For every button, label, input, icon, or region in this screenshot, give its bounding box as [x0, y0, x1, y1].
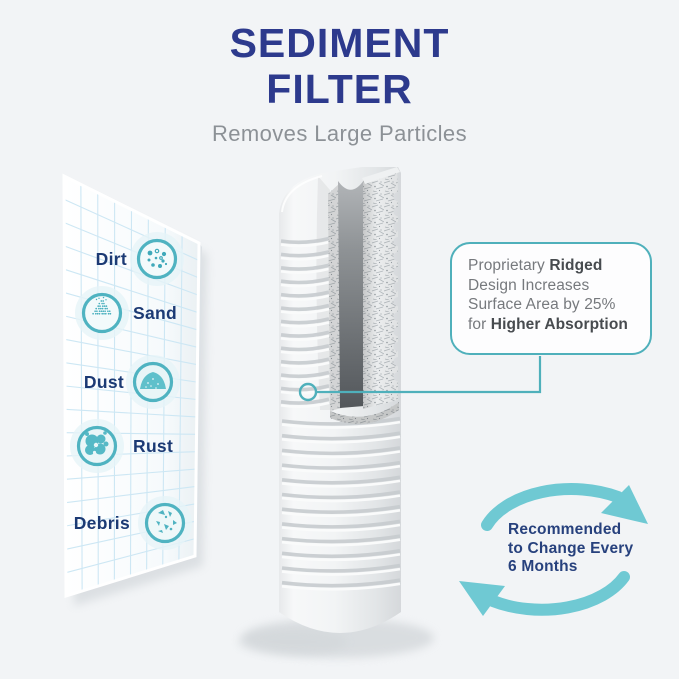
callout-text-bold-2: Higher Absorption: [490, 315, 628, 333]
ridges-upper: [280, 236, 330, 408]
recommendation-line-2: to Change Every: [508, 539, 634, 557]
ridges-lower: [281, 416, 401, 591]
dirt-particles-icon: [130, 232, 184, 286]
cut-fiber-strip-shade: [328, 183, 342, 411]
cut-floor: [330, 402, 399, 424]
filter-cutaway-render: [237, 167, 434, 658]
callout-text-regular-2: Design Increases Surface Area by 25% for: [468, 276, 616, 333]
particle-label-debris: Debris: [73, 513, 130, 533]
top-rim-highlight: [281, 175, 323, 213]
arrow-bottom-arc: [487, 571, 630, 616]
cut-fiber-strip: [328, 183, 342, 411]
dust-mound-icon: [126, 355, 180, 409]
header: SEDIMENT FILTER Removes Large Particles: [0, 20, 679, 147]
recommendation-line-1: Recommended: [508, 521, 622, 538]
page-subtitle: Removes Large Particles: [212, 121, 467, 146]
callout-text-bold-1: Ridged: [549, 257, 603, 274]
inner-core-channel: [338, 180, 364, 408]
recommendation-text: Recommended to Change Every 6 Months: [508, 521, 648, 577]
callout-connector: [298, 356, 542, 402]
particle-label-rust: Rust: [133, 436, 174, 456]
arrow-bottom-head: [459, 581, 505, 616]
particle-label-dust: Dust: [83, 372, 124, 392]
arrow-top-arc: [481, 483, 624, 531]
arrow-top-head: [601, 485, 648, 524]
rust-flakes-icon: [70, 419, 124, 473]
filter-shadow-2: [237, 629, 347, 655]
page-title-line-2: FILTER: [266, 66, 413, 112]
callout-connector-line: [316, 356, 542, 394]
recommendation-line-3: 6 Months: [508, 558, 578, 575]
callout-box: Proprietary Ridged Design Increases Surf…: [450, 242, 652, 355]
slab-top-face: [362, 167, 400, 184]
panel-frame: [62, 173, 201, 599]
rotation-arrows: [459, 483, 648, 616]
cut-floor-shade: [330, 402, 399, 424]
particle-label-sand: Sand: [133, 303, 177, 323]
callout-text-regular-1: Proprietary: [468, 257, 550, 274]
page-title-line-1: SEDIMENT: [229, 20, 450, 66]
particle-label-dirt: Dirt: [95, 249, 127, 269]
debris-pieces-icon: [138, 496, 192, 550]
sand-pile-icon: [75, 286, 129, 340]
cut-fiber-slab-shade: [363, 168, 398, 409]
